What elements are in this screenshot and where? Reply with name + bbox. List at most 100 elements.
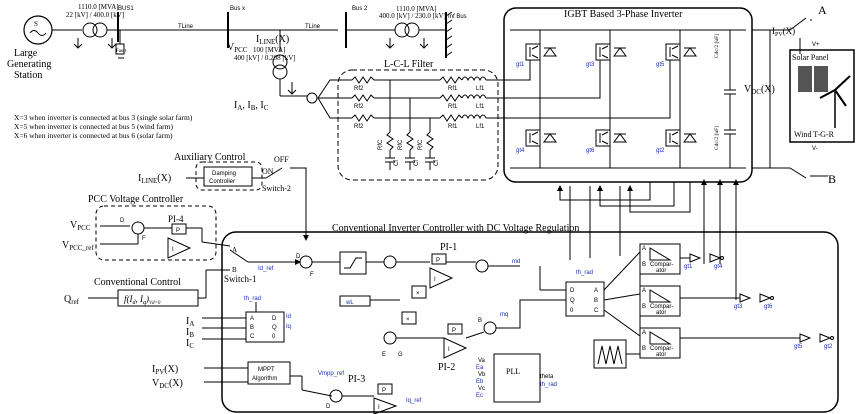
summer-4: [383, 331, 397, 345]
gate-out-label: gt1: [684, 264, 693, 270]
on-label: ON: [262, 167, 274, 176]
lf1-label: Lf1: [476, 104, 485, 110]
gate-out-label: gt6: [764, 304, 773, 310]
gate-label: gt2: [656, 148, 665, 154]
sine-wave-icon: [29, 30, 47, 36]
resistor-rf1: [439, 76, 463, 84]
svg-text:A: A: [232, 246, 237, 254]
diode-icon: [683, 47, 697, 57]
svg-text:×: ×: [406, 317, 410, 323]
off-label: OFF: [274, 155, 289, 164]
resistor-rf2: [351, 94, 375, 102]
svg-text:P: P: [176, 228, 180, 234]
svg-text:P: P: [382, 388, 386, 394]
svg-text:D: D: [570, 288, 575, 294]
svg-text:F: F: [142, 236, 146, 242]
summer-1: [299, 255, 313, 269]
infbus-label: Inf Bus: [448, 14, 467, 20]
gate-out-label: gt4: [714, 264, 723, 270]
solar-panel-icon: [798, 66, 812, 92]
svg-text:Damping: Damping: [212, 171, 236, 177]
svg-text:×: ×: [416, 291, 420, 297]
svg-text:P: P: [436, 258, 440, 264]
rf1-label: Rf1: [448, 124, 458, 130]
ipv-label: IPV(X): [772, 26, 795, 38]
inverter-leg-1: gt1 gt4: [516, 30, 557, 168]
md-label: md: [512, 259, 520, 265]
svg-text:Algorithm: Algorithm: [252, 376, 277, 382]
svg-text:P: P: [452, 328, 456, 334]
main-controller: Conventional Inverter Controller with DC…: [152, 223, 839, 414]
rf2-label: Rf2: [354, 104, 364, 110]
triangle-carrier: [593, 339, 627, 369]
rf1-label: Rf1: [448, 104, 458, 110]
cf-label: Cf: [414, 160, 420, 166]
switch-2-icon: [265, 167, 283, 179]
svg-text:I: I: [434, 277, 436, 283]
svg-text:Fault: Fault: [116, 49, 127, 54]
x3-note: X=3 when inverter is connected at bus 3 …: [14, 113, 193, 122]
svg-text:B: B: [250, 325, 254, 331]
svg-text:F: F: [310, 272, 314, 278]
rfc-label: RfC: [378, 139, 384, 150]
wl-block: [339, 295, 371, 307]
diode-icon: [543, 47, 557, 57]
pll-block: [493, 353, 541, 403]
svg-text:th_rad: th_rad: [540, 382, 557, 388]
terminal-b-label: B: [828, 172, 836, 186]
svg-text:Compar-: Compar-: [650, 262, 673, 268]
diode-icon: [683, 133, 697, 143]
inverter-title: IGBT Based 3-Phase Inverter: [564, 9, 683, 20]
svg-text:0: 0: [570, 308, 574, 314]
svg-text:Q: Q: [570, 298, 575, 304]
tr2-rating: 1110.0 [MVA]: [396, 5, 437, 13]
svg-text:A: A: [642, 246, 646, 252]
igbt-switch: gt2: [656, 129, 697, 154]
svg-text:Q: Q: [272, 325, 277, 331]
ipv-input-label: IPV(X): [152, 364, 178, 376]
rfc-label: RfC: [418, 139, 424, 150]
dc-source: A B IPV(X) V+ V- Solar Panel Wind T-G-R: [770, 3, 855, 186]
gate-buffer-1: gt1 gt4: [680, 253, 724, 270]
gate-label: gt4: [516, 148, 525, 154]
busx-label: Bus x: [230, 6, 245, 12]
resistor-rfc: [426, 131, 434, 151]
gate-label: gt1: [516, 62, 525, 68]
summer-5: [483, 321, 497, 335]
gate-out-label: gt5: [794, 344, 803, 350]
abc-to-dq-block: [245, 311, 285, 343]
switch-1-icon: [229, 249, 249, 263]
svg-text:th_rad: th_rad: [576, 270, 593, 276]
svg-text:A: A: [594, 288, 598, 294]
pi2-label: PI-2: [438, 362, 455, 373]
svg-text:B: B: [642, 262, 646, 268]
mppt-block: [247, 361, 291, 385]
svg-text:Compar-: Compar-: [650, 346, 673, 352]
svg-text:ator: ator: [656, 352, 666, 358]
igbt-switch: gt3: [586, 43, 627, 68]
vdc-label: VDC(X): [744, 84, 775, 96]
igbt-inverter: IGBT Based 3-Phase Inverter gt1 gt4 gt3 gt6…: [503, 7, 775, 183]
inductor-lf1: [461, 94, 487, 100]
bus1-label: BUS1: [118, 6, 134, 12]
iline-label: ILINE(X): [256, 34, 289, 46]
summer-3: [475, 259, 489, 273]
limiter-block: [339, 251, 367, 275]
pi4-label: PI-4: [168, 214, 184, 224]
generator-icon: [23, 15, 53, 45]
gate-label: gt6: [586, 148, 595, 154]
gate-out-label: gt2: [824, 344, 833, 350]
inductor-lf1: [461, 114, 487, 120]
aux-iline-label: ILINE(X): [138, 173, 171, 185]
tr1-voltage: 22 [kV] / 400.0 [kV]: [66, 11, 124, 19]
station-label-1: Large: [14, 48, 38, 59]
svg-text:theta: theta: [540, 374, 554, 380]
svg-text:I: I: [448, 347, 450, 353]
